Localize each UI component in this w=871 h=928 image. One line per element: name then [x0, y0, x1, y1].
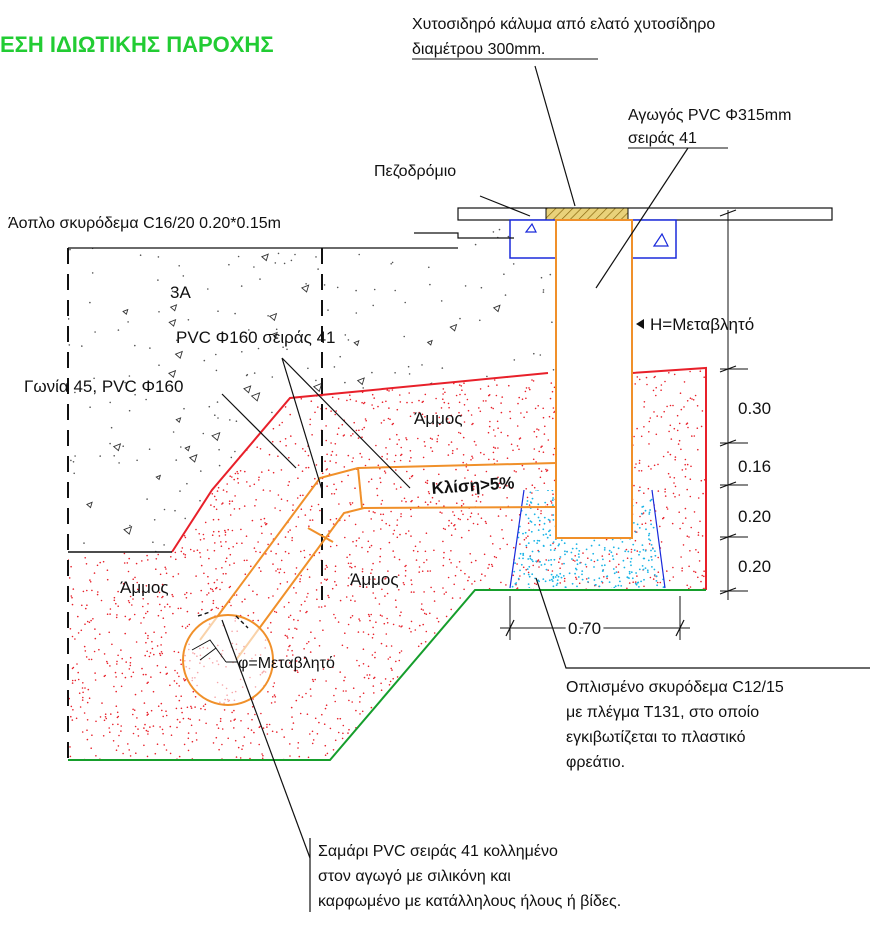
label-cover-2: διαμέτρου 300mm. [412, 41, 545, 58]
saddle-markers [197, 611, 249, 629]
label-slope: Κλίση>5% [431, 473, 515, 498]
dim-020a: 0.20 [738, 507, 771, 526]
label-reinforced-2: με πλέγμα Τ131, στο οποίο [566, 704, 759, 721]
label-saddle-1: Σαμάρι PVC σειράς 41 κολλημένο [318, 843, 558, 860]
sand-boundary [171, 366, 707, 590]
label-sidewalk: Πεζοδρόμιο [374, 163, 456, 180]
label-sand-mid: Άμμος [350, 570, 399, 589]
leader-elbow [221, 393, 297, 469]
cast-iron-cover [545, 207, 629, 221]
label-reinforced-3: εγκιβωτίζεται το πλαστικό [566, 729, 746, 746]
drawing-title: ΕΣΗ ΙΔΙΩΤΙΚΗΣ ΠΑΡΟΧΗΣ [0, 32, 274, 57]
h-arrow [636, 319, 644, 329]
label-saddle-3: καρφωμένο με κατάλληλους ήλους ή βίδες. [318, 893, 621, 910]
diameter-marker [191, 639, 227, 663]
label-reinforced-4: φρεάτιο. [566, 754, 625, 771]
dim-020b: 0.20 [738, 557, 771, 576]
dim-070: 0.70 [568, 619, 601, 638]
label-saddle-2: στον αγωγό με σιλικόνη και [318, 868, 511, 885]
label-elbow45: Γωνία 45, PVC Φ160 [24, 377, 183, 396]
gravel-3a-fill [68, 223, 556, 552]
leader-plain-concrete [414, 232, 514, 239]
main-sewer-pipe [182, 614, 274, 706]
label-3a: 3A [170, 283, 191, 302]
label-cover-1: Χυτοσιδηρό κάλυμα από ελατό χυτοσίδηρο [412, 16, 715, 33]
leader-pvc160 [281, 357, 411, 491]
pvc160-pipe-top [199, 462, 557, 641]
elbow-joint-b [307, 527, 334, 543]
label-pvc160: PVC Φ160 σειράς 41 [176, 328, 336, 347]
leader-reinforced-concrete [535, 577, 870, 669]
leader-cover [534, 65, 576, 207]
label-pvc315-2: σειράς 41 [628, 130, 697, 147]
label-plain-concrete: Άοπλο σκυρόδεμα C16/20 0.20*0.15m [8, 215, 281, 232]
leader-sidewalk [479, 195, 531, 217]
label-phi-variable: φ=Μεταβλητό [238, 655, 335, 672]
curb-triangle-left [524, 222, 537, 233]
curb-block-right [631, 219, 677, 259]
dim-016: 0.16 [738, 457, 771, 476]
pvc315-pipe [555, 219, 633, 539]
elbow-joint-a [357, 467, 363, 509]
pvc160-pipe-bottom [235, 506, 557, 661]
label-h-variable: H=Μεταβλητό [650, 315, 754, 334]
label-sand-left: Άμμος [120, 578, 169, 597]
label-pvc315-1: Αγωγός PVC Φ315mm [628, 107, 791, 124]
label-reinforced-1: Οπλισμένο σκυρόδεμα C12/15 [566, 679, 784, 696]
dim-030: 0.30 [738, 399, 771, 418]
label-sand-upper: Άμμος [414, 409, 463, 428]
leader-pvc315 [595, 147, 689, 289]
curb-triangle-right [652, 232, 669, 247]
leader-saddle [221, 619, 311, 859]
trench-bottom-line [68, 589, 706, 761]
